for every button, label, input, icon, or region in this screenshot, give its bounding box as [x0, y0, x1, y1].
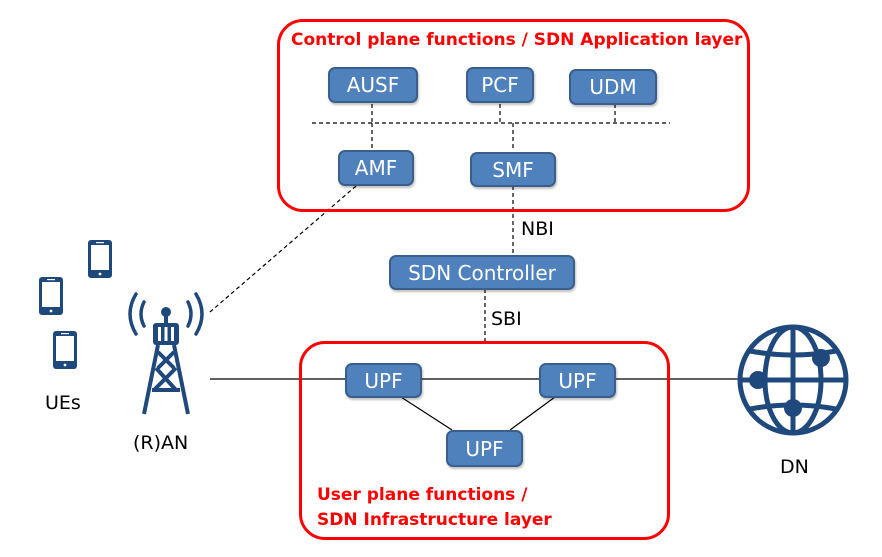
ran-label: (R)AN — [133, 432, 189, 454]
amf-node[interactable]: AMF — [338, 150, 414, 186]
control-plane-title: Control plane functions / SDN Applicatio… — [291, 30, 743, 50]
upf-left-node[interactable]: UPF — [345, 363, 422, 398]
upf-left-bottom-line — [400, 396, 453, 431]
upf-bottom-node[interactable]: UPF — [446, 430, 523, 467]
ues-label: UEs — [45, 392, 81, 414]
sbi-label: SBI — [491, 308, 522, 330]
control-plane-region — [277, 19, 750, 212]
pcf-node[interactable]: PCF — [466, 67, 534, 103]
ausf-node[interactable]: AUSF — [328, 67, 418, 103]
user-plane-title-line1: User plane functions / — [317, 485, 528, 505]
upf-right-node[interactable]: UPF — [539, 363, 616, 398]
radio-tower-icon — [128, 292, 204, 415]
phone-icon — [88, 240, 112, 278]
sdn-controller-node[interactable]: SDN Controller — [389, 255, 575, 290]
globe-icon — [737, 324, 849, 436]
dn-label: DN — [780, 456, 809, 478]
nbi-label: NBI — [521, 218, 554, 240]
user-plane-title-line2: SDN Infrastructure layer — [317, 510, 552, 530]
smf-node[interactable]: SMF — [470, 152, 556, 187]
udm-node[interactable]: UDM — [569, 69, 657, 105]
user-plane-region — [299, 341, 670, 540]
phone-icon — [39, 277, 63, 315]
phone-icon — [53, 331, 77, 369]
upf-right-bottom-line — [509, 396, 556, 431]
